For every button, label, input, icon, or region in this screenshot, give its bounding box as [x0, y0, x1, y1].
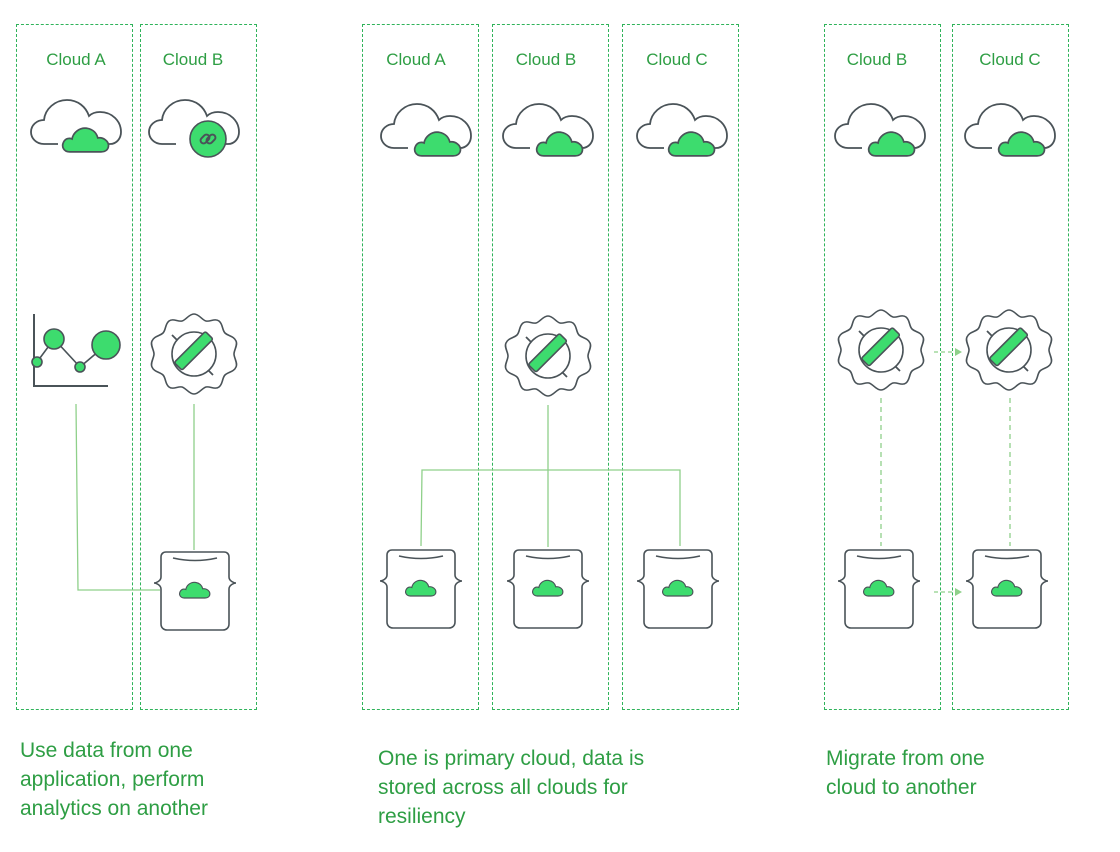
cloud-icon — [636, 103, 728, 157]
cloud-icon — [380, 103, 472, 157]
column-label: Cloud B — [515, 50, 577, 69]
caption-line: Migrate from one — [826, 747, 985, 770]
arrowhead — [955, 588, 962, 596]
connector-lines — [75, 351, 1011, 593]
cloud-storage-bucket-icon — [637, 550, 719, 628]
column-label: Cloud B — [162, 50, 224, 69]
column-label: Cloud A — [46, 50, 106, 69]
column-panel3-cloud-c — [952, 24, 1069, 710]
cloud-storage-bucket-icon — [838, 550, 920, 628]
column-label: Cloud C — [646, 50, 708, 69]
caption-line: stored across all clouds for — [378, 776, 628, 799]
cloud-icon — [964, 103, 1056, 157]
column-panel1-cloud-a — [16, 24, 133, 710]
caption-line: application, perform — [20, 768, 205, 791]
caption-panel3: Migrate from one cloud to another — [826, 744, 1106, 802]
cloud-storage-bucket-icon — [507, 550, 589, 628]
connector-analytics-to-bucket — [75, 403, 160, 591]
plug-gear-icon — [837, 309, 925, 391]
caption-panel2: One is primary cloud, data is stored acr… — [378, 744, 758, 831]
column-panel3-cloud-b — [824, 24, 941, 710]
cloud-storage-bucket-icon — [380, 550, 462, 628]
plug-gear-icon — [965, 309, 1053, 391]
arrowhead — [955, 348, 962, 356]
plug-gear-icon — [504, 315, 592, 397]
analytics-chart-icon — [31, 314, 121, 387]
cloud-link-icon — [148, 99, 240, 158]
caption-panel1: Use data from one application, perform a… — [20, 736, 340, 823]
cloud-storage-bucket-icon — [154, 552, 236, 630]
cloud-icon — [502, 103, 594, 157]
connector-replication-bus — [420, 469, 681, 547]
column-label: Cloud C — [979, 50, 1041, 69]
cloud-storage-bucket-icon — [966, 550, 1048, 628]
column-panel1-cloud-b — [140, 24, 257, 710]
caption-line: Use data from one — [20, 739, 193, 762]
cloud-icon — [834, 103, 926, 157]
column-panel2-cloud-c — [622, 24, 739, 710]
cloud-icon — [30, 99, 122, 153]
column-panel2-cloud-b — [492, 24, 609, 710]
column-panel2-cloud-a — [362, 24, 479, 710]
caption-line: resiliency — [378, 805, 466, 828]
caption-line: One is primary cloud, data is — [378, 747, 645, 770]
plug-gear-icon — [150, 313, 238, 395]
caption-line: analytics on another — [20, 797, 208, 820]
caption-line: cloud to another — [826, 776, 977, 799]
link-icon — [199, 133, 217, 145]
column-label: Cloud A — [386, 50, 446, 69]
column-label: Cloud B — [846, 50, 908, 69]
